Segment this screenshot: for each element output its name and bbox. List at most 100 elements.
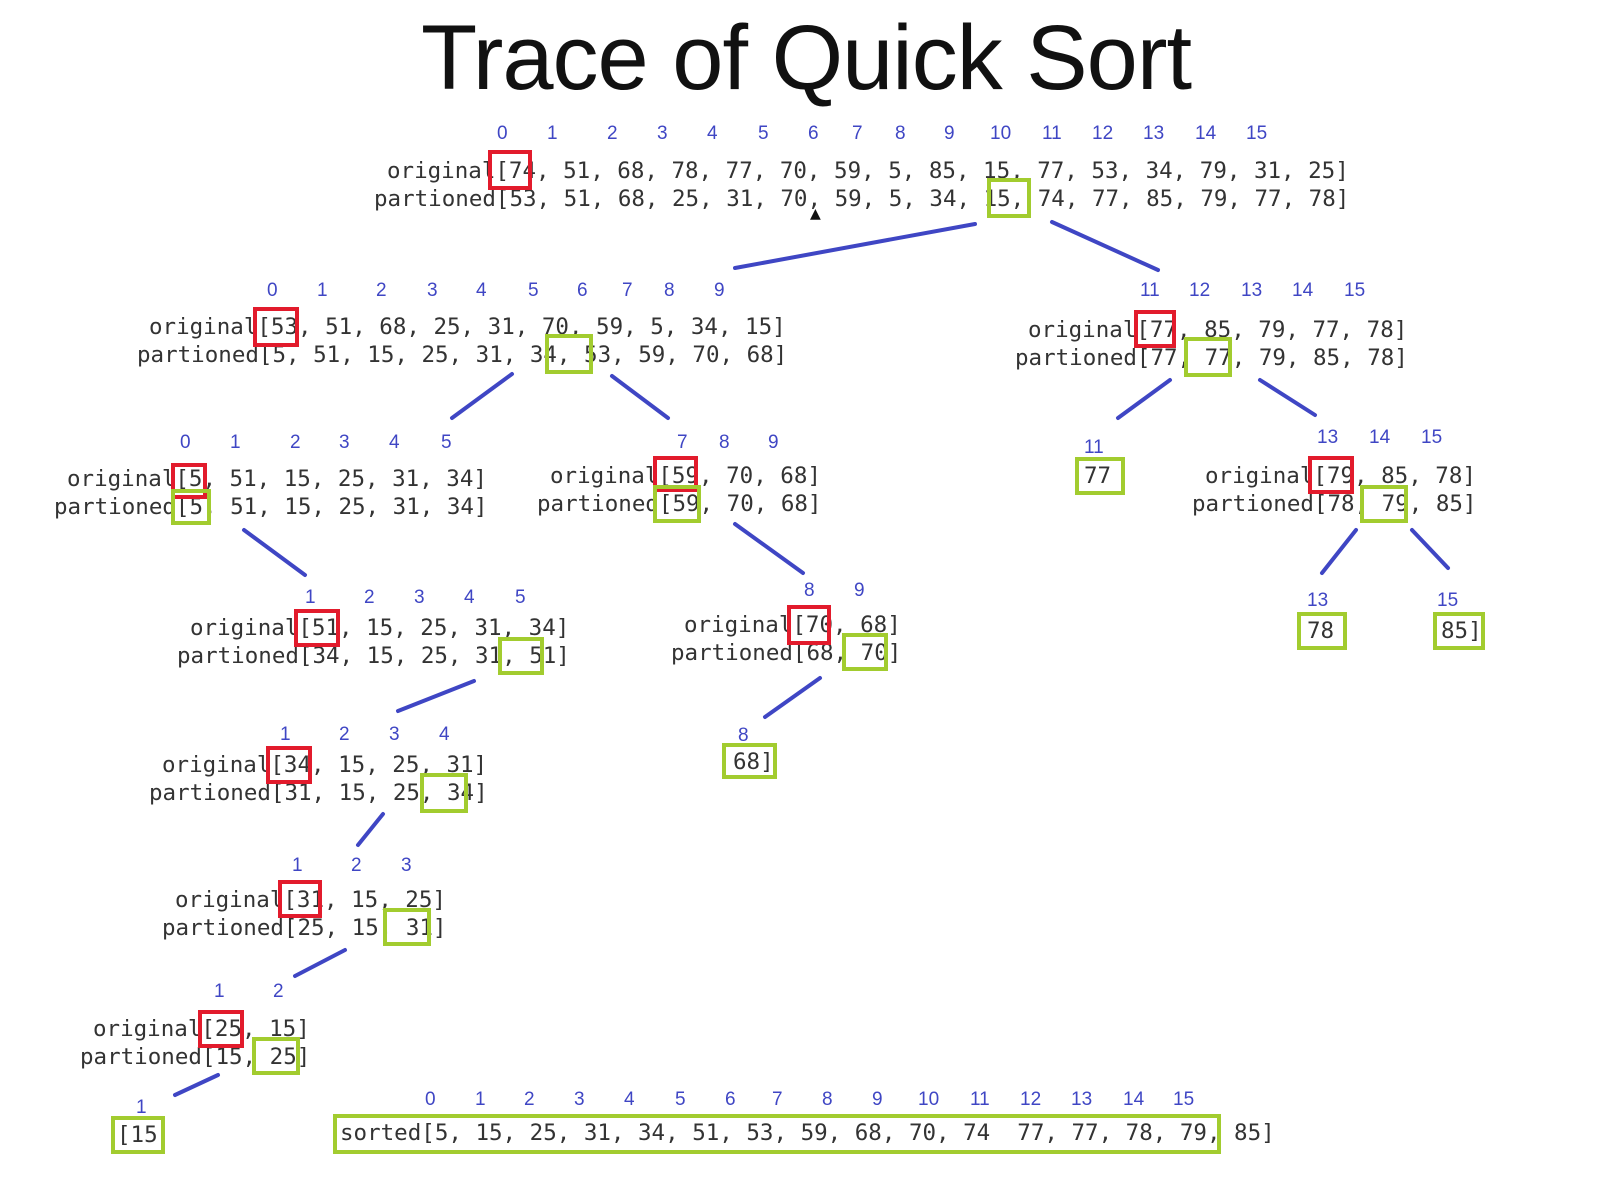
pivot-final-box [252,1037,300,1075]
index-label: 2 [364,587,375,608]
partioned-array: partioned[78, 79, 85] [1192,491,1477,517]
pivot-final-box [987,178,1031,218]
index-label: 8 [804,580,815,601]
original-array: original[79, 85, 78] [1205,463,1476,489]
index-label: 6 [577,280,588,301]
index-label: 14 [1369,427,1391,448]
edge-14-13 [356,812,385,847]
index-label: 13 [1241,280,1263,301]
partioned-array: partioned[59, 70, 68] [537,491,822,517]
edge-89-8 [763,676,822,719]
index-label: 9 [872,1089,883,1110]
index-label: 11 [1140,280,1160,301]
pivot-final-box [545,334,593,374]
index-label: 15 [1246,123,1268,144]
index-label: 0 [425,1089,436,1110]
sorted-box [333,1114,1221,1154]
pivot-final-box [653,485,701,523]
index-label: 9 [714,280,725,301]
pivot-original-box [266,746,312,784]
index-label: 2 [607,123,618,144]
index-label: 1 [305,587,316,608]
index-label: 4 [464,587,475,608]
original-array: original[51, 15, 25, 31, 34] [190,615,570,641]
index-label: 4 [624,1089,635,1110]
index-label: 2 [524,1089,535,1110]
index-label: 3 [401,855,412,876]
final-position-box [1075,457,1125,495]
index-label: 11 [1042,123,1062,144]
index-label: 1 [214,981,225,1002]
index-label: 11 [1084,437,1104,458]
index-label: 1 [292,855,303,876]
partioned-array: partioned[25, 15, 31] [162,915,447,941]
index-label: 1 [547,123,558,144]
index-label: 8 [738,725,749,746]
pivot-original-box [198,1010,244,1048]
pivot-original-box [294,609,340,647]
pivot-original-box [171,463,207,499]
index-label: 10 [990,123,1012,144]
pivot-final-box [420,773,468,813]
final-position-box [722,743,777,779]
index-label: 13 [1317,427,1339,448]
index-label: 6 [808,123,819,144]
pivot-original-box [253,307,299,347]
sorted-array: sorted[5, 15, 25, 31, 34, 51, 53, 59, 68… [340,1120,1275,1146]
index-label: 5 [441,432,452,453]
index-label: 7 [622,280,633,301]
index-label: 0 [180,432,191,453]
index-label: 1 [230,432,241,453]
original-array: original[59, 70, 68] [550,463,821,489]
partioned-array: partioned[34, 15, 25, 31, 51] [177,643,570,669]
edge-right-right [1258,378,1317,417]
pivot-final-box [842,633,888,671]
index-label: 12 [1189,280,1211,301]
edge-left-left [450,372,514,420]
partioned-array: partioned[68, 70] [671,640,902,666]
index-label: 8 [822,1089,833,1110]
index-label: 4 [389,432,400,453]
pivot-final-box [1184,337,1232,377]
index-label: 14 [1195,123,1217,144]
index-label: 7 [677,432,688,453]
edge-root-right [1050,220,1160,272]
final-position-box [1297,612,1347,650]
pivot-final-box [498,637,544,675]
mouse-cursor-icon: ▲ [810,203,821,224]
index-label: 9 [768,432,779,453]
edge-1315-15 [1410,528,1450,570]
index-label: 3 [427,280,438,301]
index-label: 3 [657,123,668,144]
index-label: 5 [515,587,526,608]
index-label: 3 [389,724,400,745]
index-label: 9 [944,123,955,144]
original-array: original[70, 68] [684,612,901,638]
index-label: 3 [574,1089,585,1110]
index-label: 6 [725,1089,736,1110]
partioned-array: partioned[5, 51, 15, 25, 31, 34] [54,494,488,520]
index-label: 3 [339,432,350,453]
index-label: 3 [414,587,425,608]
edge-left-mid [610,374,670,420]
index-label: 2 [351,855,362,876]
edge-12-1 [173,1073,220,1097]
index-label: 15 [1421,427,1443,448]
edge-root-left [733,222,977,270]
index-label: 2 [339,724,350,745]
pivot-original-box [278,880,322,918]
index-label: 13 [1143,123,1165,144]
edge-05-15 [242,528,307,577]
index-label: 8 [719,432,730,453]
index-label: 1 [475,1089,486,1110]
leaf-value: 77 [1084,463,1112,489]
edge-13-12 [293,948,347,978]
pivot-original-box [653,456,698,492]
index-label: 2 [376,280,387,301]
partioned-array: partioned[5, 51, 15, 25, 31, 34, 53, 59,… [137,342,788,368]
index-label: 2 [290,432,301,453]
partioned-array: partioned[77, 77, 79, 85, 78] [1015,345,1408,371]
index-label: 9 [854,580,865,601]
partioned-array: partioned[15, 25] [80,1044,311,1070]
original-array: original[53, 51, 68, 25, 31, 70, 59, 5, … [149,314,786,340]
